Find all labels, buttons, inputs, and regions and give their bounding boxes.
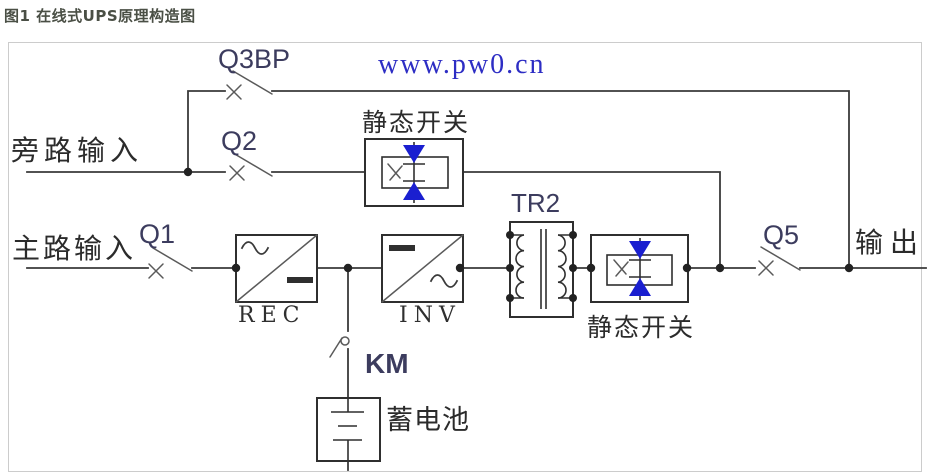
junction-dots [183,167,854,302]
inverter-block [381,234,464,303]
static-switch-bottom-label: 静态开关 [587,313,696,342]
transformer-label: TR2 [511,188,561,218]
contactor-km-symbol [329,336,350,358]
breaker-q1-symbol [148,247,193,279]
main-input-label: 主路输入 [12,232,137,265]
inverter-label: INV [399,303,461,328]
breaker-q1-label: Q1 [139,219,176,249]
static-switch-top-block [364,138,464,207]
diagram-panel [8,42,922,472]
bypass-input-label: 旁路输入 [11,134,144,167]
breaker-q5-symbol [758,246,801,276]
rectifier-block [235,234,318,303]
static-switch-top-label: 静态开关 [362,108,471,137]
watermark-text: www.pw0.cn [378,49,546,80]
transformer-tr2-block [509,221,574,318]
page-title: 图1 在线式UPS原理构造图 [4,7,196,25]
rectifier-label: REC [238,303,306,328]
breaker-q2-label: Q2 [221,126,258,156]
breaker-q5-label: Q5 [763,220,800,250]
breaker-q3bp-symbol [226,70,273,100]
static-switch-bottom-block [590,234,689,303]
contactor-km-label: KM [365,348,409,379]
breaker-q2-symbol [229,152,273,181]
breaker-q3bp-label: Q3BP [218,44,291,74]
battery-block [316,397,381,462]
output-label: 输出 [855,226,926,259]
battery-label: 蓄电池 [386,405,470,436]
wire-bypass-q3bp-path [187,90,850,269]
